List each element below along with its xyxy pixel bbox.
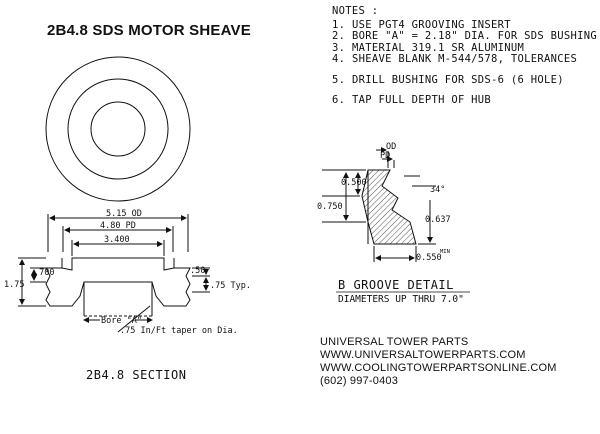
groove-labels: OD PD 0.500 0.750 0.637 0.550 MIN 34° B … — [317, 142, 470, 305]
dim-od: 5.15 OD — [106, 209, 142, 219]
taper-note: .75 In/Ft taper on Dia. — [120, 326, 238, 336]
dim-total-height: 1.75 — [4, 280, 24, 290]
groove-pd: PD — [380, 151, 390, 161]
section-labels: 5.15 OD 4.80 PD 3.400 .700 1.75 .50 .75 … — [4, 209, 251, 382]
phone-number: (602) 997-0403 — [320, 375, 399, 387]
outer-circle — [45, 56, 191, 202]
drawing-title: 2B4.8 SDS MOTOR SHEAVE — [47, 22, 251, 39]
dim-right-typ: .75 Typ. — [210, 281, 251, 291]
dim-left-height: .700 — [34, 268, 54, 278]
sheave-section-view — [18, 214, 210, 333]
note-item: 3.MATERIAL 319.1 SR ALUMINUM — [332, 41, 525, 54]
note-item: 5.DRILL BUSHING FOR SDS-6 (6 HOLE) — [332, 73, 564, 86]
section-caption: 2B4.8 SECTION — [86, 368, 186, 382]
dim-0-500: 0.500 — [341, 178, 367, 188]
inner-circle — [90, 101, 146, 157]
groove-subcaption: DIAMETERS UP THRU 7.0" — [338, 294, 464, 305]
dim-hub: 3.400 — [104, 235, 130, 245]
dim-0-550: 0.550 — [416, 253, 442, 263]
note-item: 2.BORE "A" = 2.18" DIA. FOR SDS BUSHING — [332, 30, 597, 42]
website-link-2[interactable]: WWW.COOLINGTOWERPARTSONLINE.COM — [320, 362, 557, 374]
middle-circle — [67, 78, 169, 180]
groove-od: OD — [386, 142, 396, 152]
note-item: 6.TAP FULL DEPTH OF HUB — [332, 94, 492, 106]
company-name: UNIVERSAL TOWER PARTS — [320, 336, 469, 348]
sheave-top-view — [45, 56, 191, 202]
notes-header: NOTES : — [332, 5, 379, 17]
note-item: 1.USE PGT4 GROOVING INSERT — [332, 18, 511, 31]
groove-detail — [322, 147, 436, 262]
notes-block: NOTES : 1.USE PGT4 GROOVING INSERT 2.BOR… — [332, 5, 597, 107]
groove-caption: B GROOVE DETAIL — [338, 278, 454, 292]
note-item: 4.SHEAVE BLANK M-544/578, TOLERANCES — [332, 53, 578, 65]
contact-block: UNIVERSAL TOWER PARTS WWW.UNIVERSALTOWER… — [320, 336, 557, 388]
dim-right-top: .50 — [190, 266, 205, 276]
dim-pd: 4.80 PD — [100, 221, 136, 231]
bore-label: Bore "A" — [101, 316, 142, 326]
groove-angle: 34° — [430, 185, 445, 195]
dim-0-750: 0.750 — [317, 202, 343, 212]
dim-min-note: MIN — [440, 249, 450, 255]
dim-0-637: 0.637 — [425, 215, 451, 225]
website-link-1[interactable]: WWW.UNIVERSALTOWERPARTS.COM — [320, 349, 526, 361]
